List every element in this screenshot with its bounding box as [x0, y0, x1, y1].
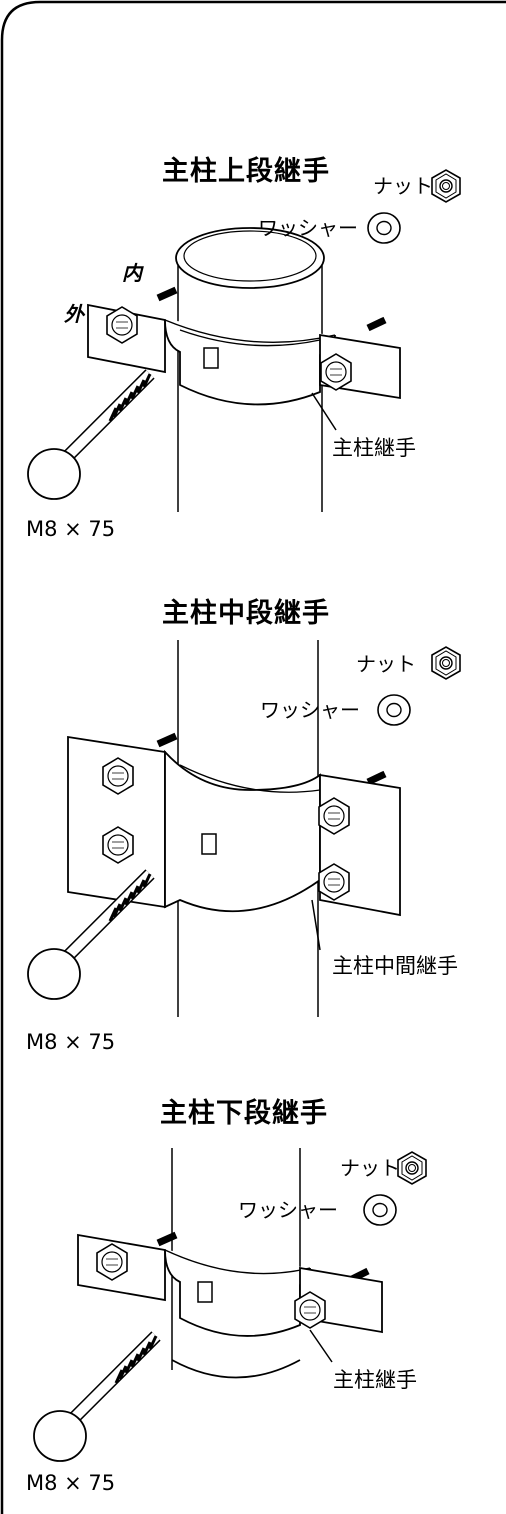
- section-3-bolt-label: M8 × 75: [26, 1471, 116, 1495]
- section-3-joint-label: 主柱継手: [333, 1368, 417, 1392]
- section-2-drawing: [28, 640, 461, 1017]
- section-2-nut-label: ナット: [356, 652, 416, 676]
- section-1-title: 主柱上段継手: [162, 156, 330, 187]
- section-2-joint-label: 主柱中間継手: [332, 954, 458, 978]
- section-1-drawing: [28, 169, 461, 512]
- section-3-nut-label: ナット: [340, 1156, 400, 1180]
- section-1-nut-label: ナット: [373, 174, 433, 198]
- section-3-title: 主柱下段継手: [160, 1098, 328, 1129]
- section-1-outer-label: 外: [64, 302, 84, 326]
- section-1-joint-label: 主柱継手: [332, 436, 416, 460]
- section-3-drawing: [34, 1148, 427, 1461]
- section-1-bolt-label: M8 × 75: [26, 517, 116, 541]
- section-2-washer-label: ワッシャー: [260, 698, 360, 722]
- section-2-bolt-label: M8 × 75: [26, 1030, 116, 1054]
- section-1-washer-label: ワッシャー: [258, 216, 358, 240]
- section-3-washer-label: ワッシャー: [238, 1198, 338, 1222]
- section-1-inner-label: 内: [122, 261, 142, 285]
- section-2-title: 主柱中段継手: [162, 598, 330, 629]
